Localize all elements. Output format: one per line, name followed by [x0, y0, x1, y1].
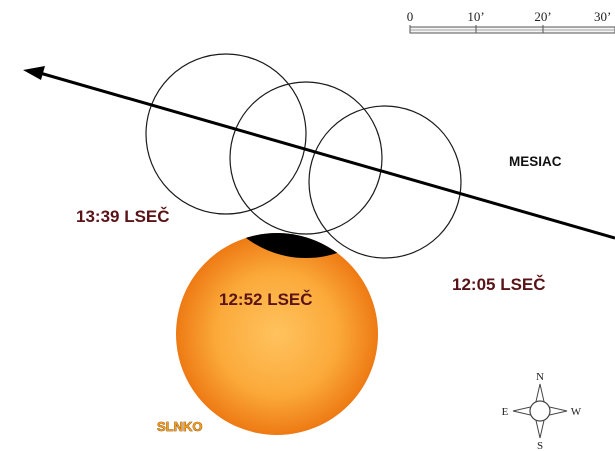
compass-rose: N S E W [502, 371, 582, 451]
sun-label: SLNKO [157, 419, 203, 434]
scale-label-30: 30’ [594, 9, 611, 24]
scale-label-10: 10’ [467, 9, 484, 24]
compass-north: N [536, 371, 544, 383]
time-label-max: 12:52 LSEČ [219, 290, 313, 309]
time-label-end: 13:39 LSEČ [76, 207, 170, 226]
compass-south: S [537, 440, 543, 451]
scale-label-20: 20’ [534, 9, 551, 24]
scale-label-0: 0 [407, 9, 414, 24]
moon-path-arrowhead [23, 66, 45, 80]
moon-circle-max [229, 81, 383, 235]
moon-label: MESIAC [509, 154, 562, 169]
compass-west: W [571, 406, 582, 418]
compass-ring [529, 400, 551, 422]
moon-circle-end [145, 53, 307, 215]
moon-circle-start [308, 105, 462, 259]
scale-bar: 0 10’ 20’ 30’ [407, 9, 615, 34]
eclipse-overlap-region [206, 233, 378, 258]
sun-disc [176, 233, 378, 435]
moon-path-line [39, 71, 615, 240]
compass-east: E [502, 406, 509, 418]
time-label-start: 12:05 LSEČ [452, 275, 546, 294]
